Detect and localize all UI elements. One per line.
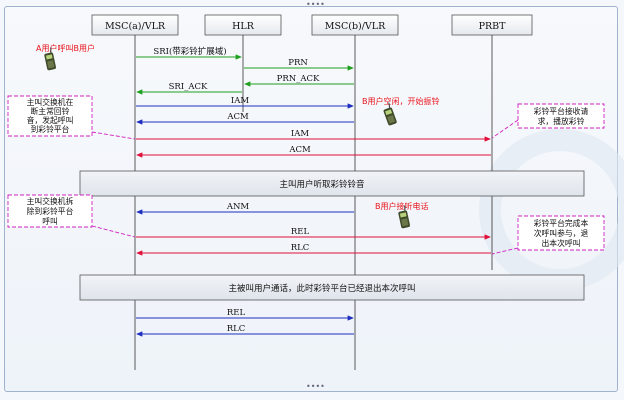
svg-text:主叫用户听取彩铃铃音: 主叫用户听取彩铃铃音 <box>279 179 365 190</box>
svg-text:求，播放彩铃: 求，播放彩铃 <box>538 116 585 126</box>
svg-text:ANM: ANM <box>226 202 250 212</box>
svg-text:SRI_ACK: SRI_ACK <box>169 82 208 92</box>
svg-text:彩铃平台完成本: 彩铃平台完成本 <box>534 218 589 228</box>
entity-header-prbt: PRBT <box>451 14 533 36</box>
svg-text:PRBT: PRBT <box>479 21 507 32</box>
svg-text:主叫交换机拆: 主叫交换机拆 <box>27 196 74 206</box>
message-rlc-prbt: RLC <box>136 243 491 256</box>
svg-text:主被叫用户通话，此时彩铃平台已经退出本次呼叫: 主被叫用户通话，此时彩铃平台已经退出本次呼叫 <box>228 283 415 294</box>
svg-text:音，发起呼叫: 音，发起呼叫 <box>27 115 74 125</box>
svg-text:PRN: PRN <box>288 58 308 68</box>
note-prbt-done: 彩铃平台完成本 次呼叫参与，退 出本次呼叫 <box>517 215 605 251</box>
band-listen-ringback: 主叫用户听取彩铃铃音 <box>79 170 585 197</box>
top-resize-grip-icon[interactable]: •••• <box>306 0 325 9</box>
message-iam-mscb: IAM <box>136 96 354 109</box>
svg-text:SRI(带彩铃扩展域): SRI(带彩铃扩展域) <box>153 46 226 57</box>
message-sri: SRI(带彩铃扩展域) <box>136 46 242 60</box>
svg-text:呼叫: 呼叫 <box>42 216 58 226</box>
bottom-resize-grip-icon[interactable]: •••• <box>306 382 325 391</box>
phone-icon <box>44 47 56 71</box>
svg-text:PRN_ACK: PRN_ACK <box>277 74 320 84</box>
watermark-decoration <box>479 129 624 291</box>
message-iam-prbt: IAM <box>136 129 491 142</box>
phone-icon <box>383 102 397 126</box>
svg-text:除到彩铃平台: 除到彩铃平台 <box>27 206 74 216</box>
svg-text:ACM: ACM <box>288 145 311 155</box>
svg-text:HLR: HLR <box>232 21 255 32</box>
message-acm-mscb: ACM <box>136 112 354 125</box>
note-connector <box>491 247 519 255</box>
svg-text:主叫交换机在: 主叫交换机在 <box>27 97 74 107</box>
caption-a-calls-b: A用户呼叫B用户 <box>36 43 95 53</box>
message-prn: PRN <box>244 58 354 71</box>
note-msc-remove: 主叫交换机拆 除到彩铃平台 呼叫 <box>7 194 93 228</box>
svg-text:彩铃平台接收请: 彩铃平台接收请 <box>534 106 589 116</box>
entity-header-mscb: MSC(b)/VLR <box>311 14 399 36</box>
note-connector <box>491 119 519 139</box>
message-prn-ack: PRN_ACK <box>244 74 354 87</box>
caption-b-answer: B用户接听电话 <box>375 201 429 211</box>
svg-text:REL: REL <box>227 308 246 318</box>
svg-text:ACM: ACM <box>226 112 249 122</box>
entity-header-msca: MSC(a)/VLR <box>91 14 179 36</box>
caption-b-idle: B用户空闲，开始振铃 <box>362 96 440 106</box>
svg-text:MSC(a)/VLR: MSC(a)/VLR <box>105 21 166 32</box>
note-connector <box>91 131 136 140</box>
message-anm: ANM <box>136 202 354 215</box>
svg-text:IAM: IAM <box>291 129 309 139</box>
diagram-frame <box>4 6 618 392</box>
message-sri-ack: SRI_ACK <box>136 82 242 95</box>
message-rlc-mscb: RLC <box>136 324 354 337</box>
message-acm-prbt: ACM <box>136 145 491 158</box>
svg-text:IAM: IAM <box>231 96 249 106</box>
svg-text:REL: REL <box>291 227 310 237</box>
svg-text:断主常回铃: 断主常回铃 <box>31 106 70 116</box>
message-rel-mscb: REL <box>136 308 354 321</box>
svg-text:MSC(b)/VLR: MSC(b)/VLR <box>325 21 386 32</box>
svg-text:到彩铃平台: 到彩铃平台 <box>31 124 70 134</box>
note-prbt-receive: 彩铃平台接收请 求，播放彩铃 <box>517 103 605 129</box>
entity-header-hlr: HLR <box>204 14 282 36</box>
message-rel-prbt: REL <box>136 227 491 240</box>
phone-icon <box>398 205 410 229</box>
svg-text:RLC: RLC <box>291 243 310 253</box>
band-conversation: 主被叫用户通话，此时彩铃平台已经退出本次呼叫 <box>79 274 585 301</box>
svg-text:RLC: RLC <box>227 324 246 334</box>
note-msc-disconnect: 主叫交换机在 断主常回铃 音，发起呼叫 到彩铃平台 <box>7 95 93 137</box>
note-connector <box>91 225 136 238</box>
svg-text:次呼叫参与，退: 次呼叫参与，退 <box>534 228 589 238</box>
svg-text:出本次呼叫: 出本次呼叫 <box>542 238 581 248</box>
